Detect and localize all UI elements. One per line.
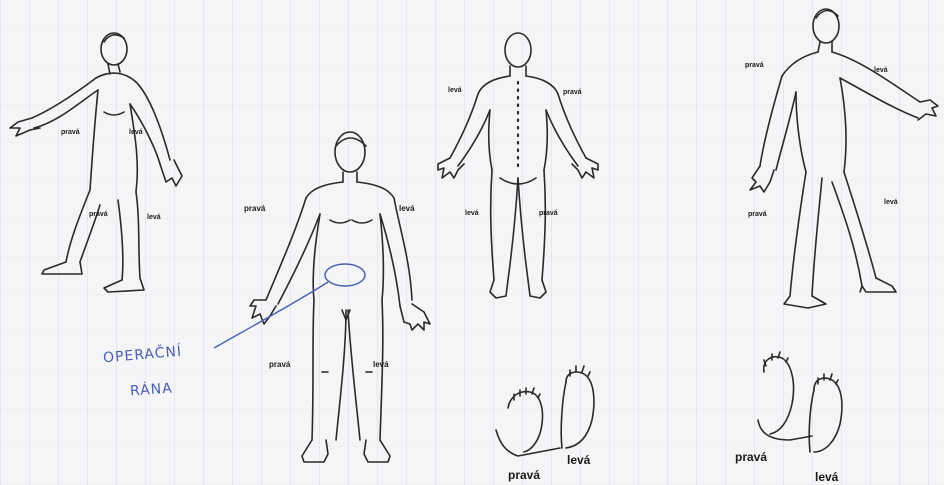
fig3-right-lower-label: pravá (539, 210, 558, 217)
fig2-right-upper-label: pravá (244, 205, 265, 213)
figure-front-view (250, 132, 430, 462)
fig3-left-lower-label: levá (465, 210, 479, 217)
fig3-left-upper-label: levá (448, 87, 462, 94)
feet-soles-pair-left (496, 366, 594, 456)
fig3-right-upper-label: pravá (563, 89, 582, 96)
feet1-left-label: levá (567, 454, 590, 466)
figure-side-view-right (10, 33, 182, 292)
feet2-left-label: levá (815, 471, 838, 483)
feet-soles-pair-right (758, 352, 842, 452)
fig2-left-lower-label: levá (373, 361, 389, 369)
fig2-left-upper-label: levá (399, 205, 415, 213)
feet2-right-label: pravá (735, 451, 767, 463)
surgical-wound-mark (214, 264, 365, 348)
figure-back-view (438, 33, 598, 298)
fig2-right-lower-label: pravá (269, 361, 290, 369)
handwritten-annotation-line2: RÁNA (130, 382, 174, 399)
figure-side-view-left (750, 9, 938, 308)
fig4-left-lower-label: levá (884, 199, 898, 206)
fig4-left-upper-label: levá (874, 67, 888, 74)
fig1-left-upper-label: levá (129, 129, 143, 136)
fig1-right-lower-label: pravá (89, 211, 108, 218)
fig4-right-lower-label: pravá (748, 211, 767, 218)
fig1-right-upper-label: pravá (61, 129, 80, 136)
feet1-right-label: pravá (508, 469, 540, 481)
fig4-right-upper-label: pravá (745, 62, 764, 69)
fig1-left-lower-label: levá (147, 214, 161, 221)
